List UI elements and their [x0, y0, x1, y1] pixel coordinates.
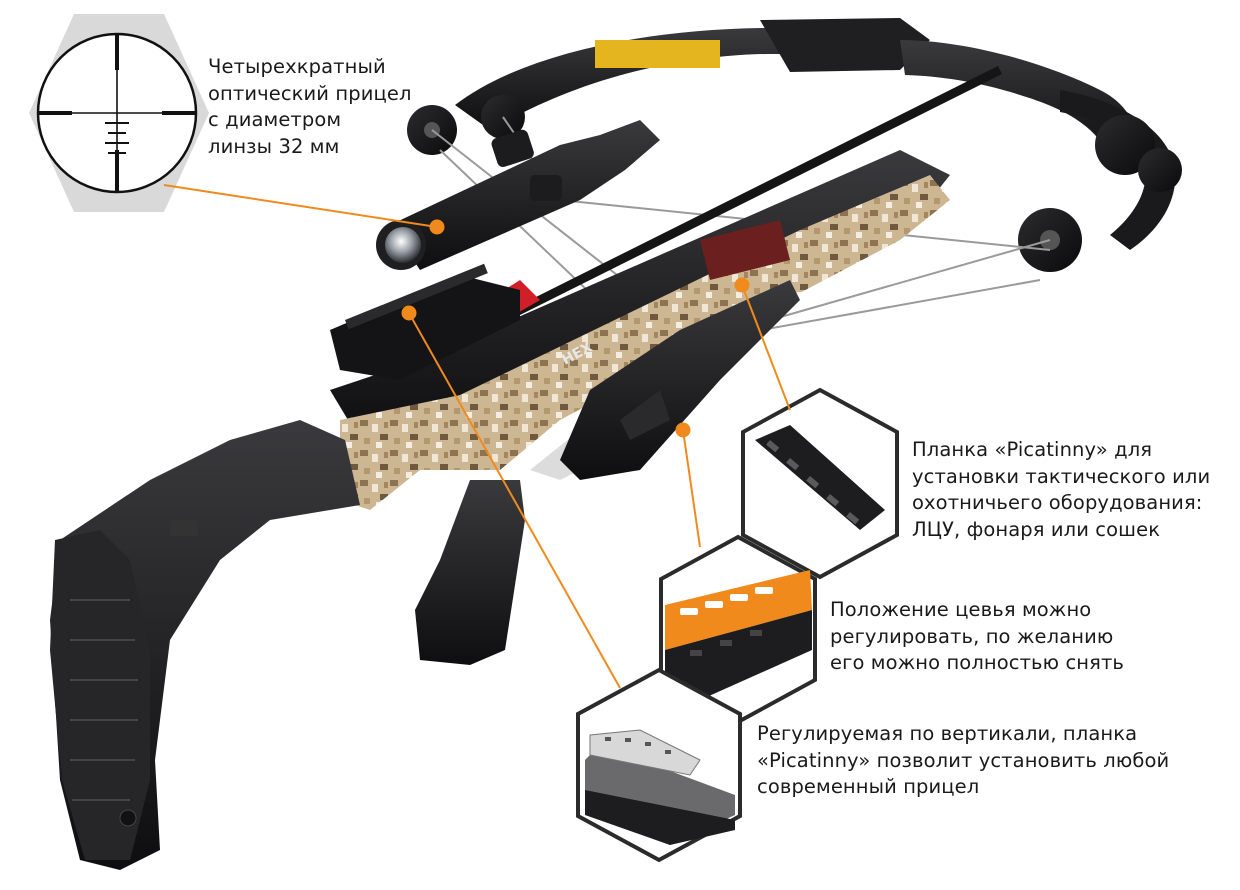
caption-line: Планка «Picatinny» для [912, 438, 1153, 461]
caption-line: Положение цевья можно [830, 598, 1092, 621]
picatinny-top-rail [330, 263, 520, 380]
caption-line: регулировать, по желанию [830, 624, 1114, 648]
caption-picatinny-rail: Планка «Picatinny» для установки тактиче… [912, 437, 1210, 543]
leader-rail [741, 284, 791, 411]
caption-line: ЛЦУ, фонаря или сошек [912, 517, 1161, 541]
callout-dot-icon [429, 219, 445, 235]
pistol-grip [415, 480, 525, 665]
caption-line: охотничьего оборудования: [912, 491, 1203, 514]
optical-scope [376, 120, 660, 270]
leader-scope [163, 184, 438, 228]
callout-hex-rail [741, 387, 899, 580]
caption-line: установки тактического или [912, 464, 1211, 488]
caption-line: современный прицел [757, 775, 980, 798]
mount-closeup [585, 729, 735, 845]
leader-forend [682, 429, 701, 548]
caption-scope: Четырехкратный оптический прицел с диаме… [208, 54, 412, 160]
rail-closeup [755, 425, 885, 530]
foregrip [560, 280, 800, 480]
caption-line: Четырехкратный [208, 55, 386, 78]
caption-line: Регулируемая по вертикали, планка [757, 722, 1138, 745]
reticle-hexagon [29, 14, 209, 212]
caption-forend: Положение цевья можно регулировать, по ж… [830, 597, 1124, 677]
caption-line: линзы 32 мм [208, 134, 340, 158]
callout-hex-mount [576, 667, 742, 863]
callout-dot-icon [734, 277, 750, 293]
caption-line: с диаметром [208, 108, 342, 131]
forend-closeup [665, 570, 812, 700]
leader-lines [163, 184, 791, 689]
callout-dot-icon [675, 422, 691, 438]
caption-line: его можно полностью снять [830, 651, 1125, 674]
caption-line: «Picatinny» позволит установить любой [757, 748, 1170, 772]
reticle-icon [36, 32, 198, 194]
callout-dots [401, 219, 750, 438]
leader-mount [408, 312, 621, 689]
callout-dot-icon [401, 305, 417, 321]
butt-stock [50, 420, 360, 870]
caption-scope-mount: Регулируемая по вертикали, планка «Picat… [757, 721, 1169, 801]
callout-hex-forend [659, 534, 817, 725]
caption-line: оптический прицел [208, 81, 412, 105]
